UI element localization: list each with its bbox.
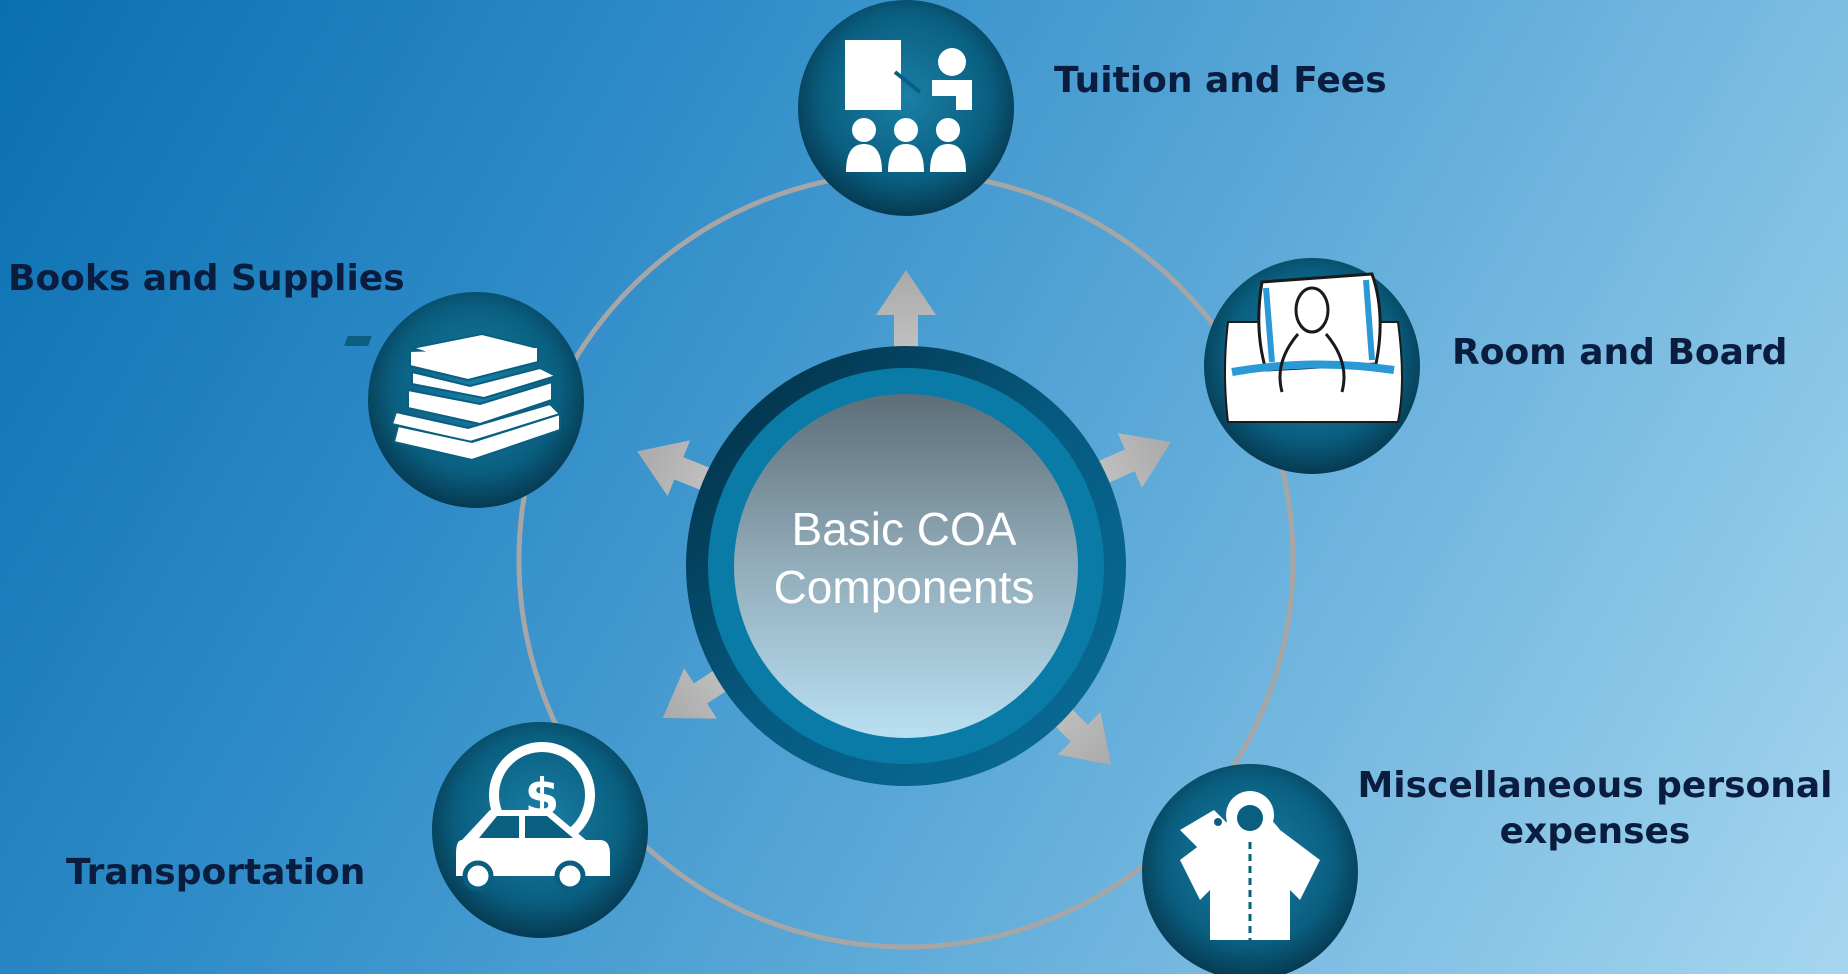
- transportation-node: $: [432, 722, 648, 938]
- room-node: [1204, 258, 1420, 474]
- misc-label-line2: expenses: [1499, 811, 1691, 852]
- jacket-tag-icon: [1180, 791, 1320, 940]
- center-node: [686, 346, 1126, 786]
- center-title-line1: Basic COA: [791, 503, 1017, 555]
- misc-label-line1: Miscellaneous personal: [1357, 765, 1833, 806]
- classroom-icon: [845, 40, 972, 172]
- tuition-label: Tuition and Fees: [1054, 60, 1387, 101]
- books-stack-icon: [344, 332, 562, 462]
- room-label: Room and Board: [1452, 332, 1788, 373]
- books-label: Books and Supplies: [8, 258, 405, 299]
- misc-node: [1142, 764, 1358, 974]
- bed-icon: [1224, 272, 1403, 423]
- transportation-label: Transportation: [66, 852, 366, 893]
- misc-label: Miscellaneous personal expenses: [1350, 763, 1840, 855]
- tuition-node: [798, 0, 1014, 216]
- car-dollar-icon: $: [456, 742, 610, 892]
- center-title-line2: Components: [773, 561, 1035, 613]
- center-title: Basic COA Components: [704, 500, 1104, 616]
- books-node: [344, 292, 584, 508]
